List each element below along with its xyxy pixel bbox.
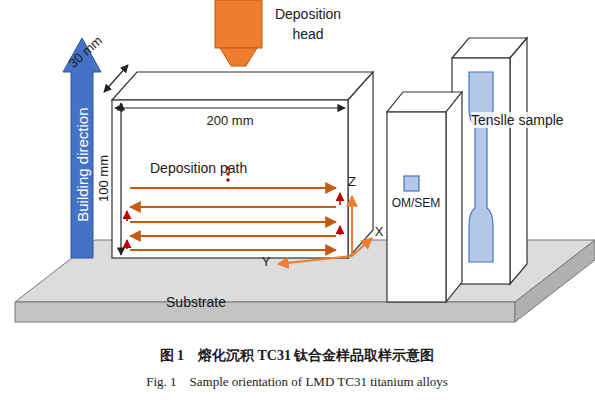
substrate-label: Substrate [166, 294, 226, 310]
om-sem-plate [387, 92, 462, 302]
direction-label: Building direction [73, 108, 90, 222]
path-label: Deposition path [150, 160, 247, 176]
head-label: Deposition head [263, 4, 353, 45]
axis-label: X [375, 225, 384, 240]
dim-100 [120, 103, 121, 255]
axis-label: Z [348, 175, 356, 190]
building-arrow [63, 38, 101, 258]
dim-30 [104, 65, 128, 92]
tensile-plate [452, 38, 527, 284]
deposition-path [127, 166, 340, 250]
deposited-block [112, 72, 373, 258]
deposition-head [215, 0, 262, 66]
axis-label: Y [262, 255, 271, 270]
dimension-label: 200 mm [207, 114, 254, 129]
sample-label: Tenslle sample [471, 112, 564, 128]
dimension-label: 100 mm [97, 155, 112, 202]
method-label: OM/SEM [392, 197, 441, 211]
figure-caption: Fig. 1 Sample orientation of LMD TC31 ti… [146, 375, 448, 390]
dim-200 [115, 107, 345, 108]
axes [278, 196, 372, 264]
figure-caption: 图 1 熔化沉积 TC31 钛合金样品取样示意图 [160, 348, 435, 364]
